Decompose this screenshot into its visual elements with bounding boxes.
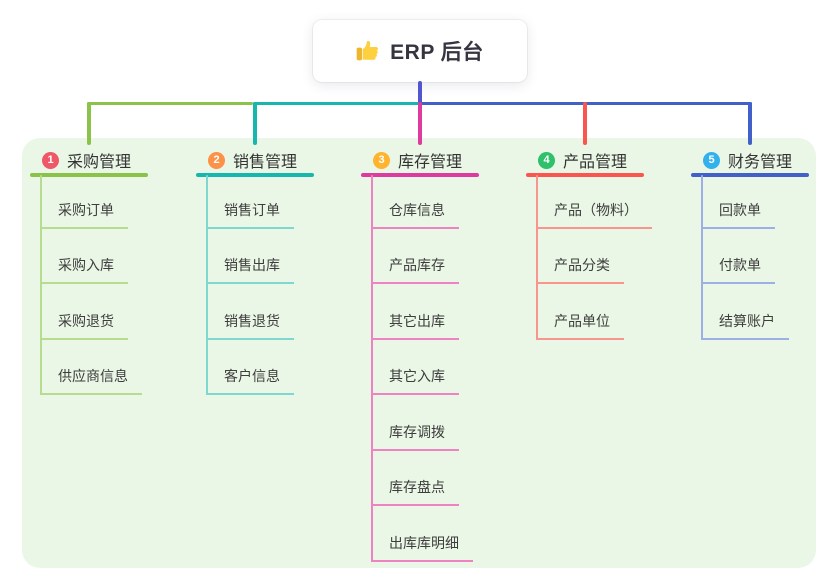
diagram-panel <box>22 138 816 568</box>
child-node[interactable]: 销售订单 <box>206 200 294 229</box>
branch-node-4[interactable]: 4 产品管理 <box>526 149 627 171</box>
child-node[interactable]: 回款单 <box>701 200 775 229</box>
child-node[interactable]: 产品（物料） <box>536 200 652 229</box>
child-node[interactable]: 结算账户 <box>701 311 789 340</box>
branch-node-1[interactable]: 1 采购管理 <box>30 149 131 171</box>
branch-underline-5 <box>691 173 809 177</box>
child-node[interactable]: 采购订单 <box>40 200 128 229</box>
branch-spine-1 <box>40 175 42 395</box>
child-node[interactable]: 供应商信息 <box>40 366 142 395</box>
branch-underline-3 <box>361 173 479 177</box>
child-node[interactable]: 付款单 <box>701 255 775 284</box>
child-node[interactable]: 其它出库 <box>371 311 459 340</box>
branch-number-badge-2: 2 <box>208 151 225 169</box>
root-title: ERP 后台 <box>390 41 484 64</box>
branch-label: 财务管理 <box>728 154 793 171</box>
branch-underline-2 <box>196 173 314 177</box>
branch-spine-5 <box>701 175 703 340</box>
branch-node-3[interactable]: 3 库存管理 <box>361 149 462 171</box>
branch-node-5[interactable]: 5 财务管理 <box>691 149 792 171</box>
branch-underline-1 <box>30 173 148 177</box>
branch-drop-4 <box>583 101 587 145</box>
child-node[interactable]: 销售出库 <box>206 255 294 284</box>
branch-underline-4 <box>526 173 644 177</box>
branch-label: 产品管理 <box>563 154 628 171</box>
child-node[interactable]: 采购入库 <box>40 255 128 284</box>
branch-label: 采购管理 <box>67 154 132 171</box>
branch-number-badge-1: 1 <box>42 151 59 169</box>
child-node[interactable]: 客户信息 <box>206 366 294 395</box>
thumbs-up-icon <box>356 40 379 61</box>
child-node[interactable]: 销售退货 <box>206 311 294 340</box>
branch-spine-3 <box>371 175 373 562</box>
child-node[interactable]: 其它入库 <box>371 366 459 395</box>
child-node[interactable]: 仓库信息 <box>371 200 459 229</box>
bus-segment-1 <box>87 101 253 105</box>
child-node[interactable]: 库存调拨 <box>371 422 459 451</box>
child-node[interactable]: 产品单位 <box>536 311 624 340</box>
root-connector-line <box>417 81 422 105</box>
child-node[interactable]: 库存盘点 <box>371 477 459 506</box>
child-node[interactable]: 采购退货 <box>40 311 128 340</box>
branch-label: 库存管理 <box>398 154 463 171</box>
branch-drop-5 <box>748 101 752 145</box>
branch-spine-4 <box>536 175 538 340</box>
bus-segment-2 <box>253 101 419 105</box>
root-node[interactable]: ERP 后台 <box>313 20 527 82</box>
branch-spine-2 <box>206 175 208 395</box>
child-node[interactable]: 产品库存 <box>371 255 459 284</box>
branch-drop-3 <box>418 101 422 145</box>
branch-number-badge-3: 3 <box>373 151 390 169</box>
child-node[interactable]: 出库库明细 <box>371 533 473 562</box>
branch-number-badge-4: 4 <box>538 151 555 169</box>
branch-node-2[interactable]: 2 销售管理 <box>196 149 297 171</box>
branch-drop-1 <box>87 101 91 145</box>
branch-number-badge-5: 5 <box>703 151 720 169</box>
branch-label: 销售管理 <box>233 154 298 171</box>
branch-drop-2 <box>253 101 257 145</box>
child-node[interactable]: 产品分类 <box>536 255 624 284</box>
